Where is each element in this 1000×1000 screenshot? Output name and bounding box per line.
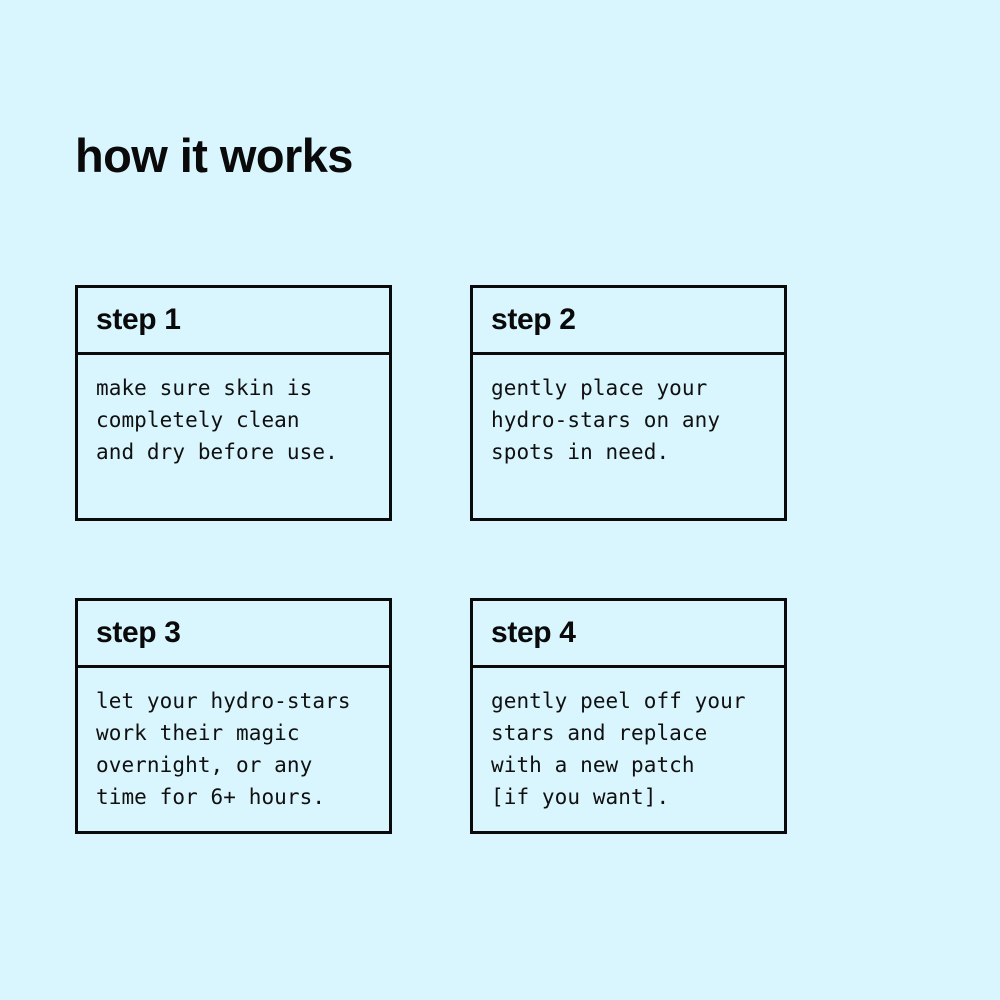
- page-title: how it works: [75, 129, 353, 183]
- steps-grid: step 1 make sure skin is completely clea…: [75, 285, 787, 834]
- step-card-2: step 2 gently place your hydro-stars on …: [470, 285, 787, 521]
- step-card-2-header: step 2: [473, 288, 784, 355]
- step-card-3-body: let your hydro-stars work their magic ov…: [78, 668, 389, 831]
- step-card-2-title: step 2: [491, 303, 576, 336]
- step-card-4-text: gently peel off your stars and replace w…: [491, 689, 746, 809]
- step-card-4-body: gently peel off your stars and replace w…: [473, 668, 784, 831]
- step-card-1-header: step 1: [78, 288, 389, 355]
- step-card-1-body: make sure skin is completely clean and d…: [78, 355, 389, 518]
- step-card-3-title: step 3: [96, 616, 181, 649]
- step-card-4: step 4 gently peel off your stars and re…: [470, 598, 787, 834]
- step-card-2-body: gently place your hydro-stars on any spo…: [473, 355, 784, 518]
- step-card-3-header: step 3: [78, 601, 389, 668]
- step-card-2-text: gently place your hydro-stars on any spo…: [491, 376, 721, 464]
- step-card-4-title: step 4: [491, 616, 576, 649]
- step-card-3: step 3 let your hydro-stars work their m…: [75, 598, 392, 834]
- step-card-4-header: step 4: [473, 601, 784, 668]
- step-card-1-title: step 1: [96, 303, 181, 336]
- step-card-1-text: make sure skin is completely clean and d…: [96, 376, 338, 464]
- step-card-3-text: let your hydro-stars work their magic ov…: [96, 689, 351, 809]
- step-card-1: step 1 make sure skin is completely clea…: [75, 285, 392, 521]
